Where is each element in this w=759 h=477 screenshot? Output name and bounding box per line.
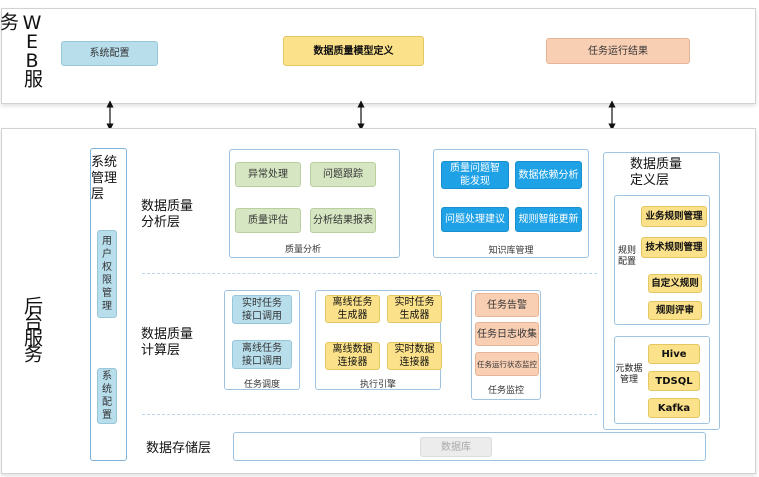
knowledge-item-rule-update[interactable]: 规则智能更新 [515, 207, 582, 232]
model-definition-button[interactable]: 数据质量模型定义 [283, 36, 424, 66]
sched-item-realtime[interactable]: 实时任务接口调用 [232, 295, 292, 324]
backend-service-title: 后台服务 [21, 296, 43, 360]
separator-compute-storage [142, 414, 597, 415]
web-service-title: WEB服务 [0, 12, 43, 85]
task-result-button[interactable]: 任务运行结果 [546, 38, 690, 64]
engine-item-realtime-conn[interactable]: 实时数据连接器 [387, 342, 442, 370]
separator-analysis-compute [142, 273, 597, 274]
compute-layer-label: 数据质量计算层 [141, 327, 194, 358]
rule-technical[interactable]: 技术规则管理 [641, 237, 707, 258]
monitor-item-log[interactable]: 任务日志收集 [475, 322, 539, 346]
definition-layer-title: 数据质量定义层 [630, 157, 683, 188]
task-monitor-caption: 任务监控 [487, 386, 524, 396]
monitor-item-alert[interactable]: 任务告警 [475, 293, 539, 317]
metadata-tdsql[interactable]: TDSQL [648, 371, 700, 391]
metadata-hive[interactable]: Hive [648, 344, 700, 364]
engine-item-offline-gen[interactable]: 离线任务生成器 [325, 295, 380, 323]
quality-item-assess[interactable]: 质量评估 [235, 208, 301, 233]
sched-item-offline[interactable]: 离线任务接口调用 [232, 340, 292, 369]
knowledge-item-discover[interactable]: 质量问题智能发现 [441, 161, 509, 189]
rule-review[interactable]: 规则评审 [648, 301, 702, 320]
database-box[interactable]: 数据库 [420, 437, 492, 457]
knowledge-item-dependency[interactable]: 数据依赖分析 [515, 161, 582, 189]
storage-layer-label: 数据存储层 [146, 441, 212, 456]
knowledge-base-caption: 知识库管理 [488, 246, 534, 256]
system-management-title: 系统管理层 [91, 155, 118, 202]
quality-item-report[interactable]: 分析结果报表 [310, 208, 376, 233]
engine-item-offline-conn[interactable]: 离线数据连接器 [325, 342, 380, 370]
knowledge-item-suggestion[interactable]: 问题处理建议 [441, 207, 509, 232]
quality-analysis-caption: 质量分析 [284, 245, 321, 255]
analysis-layer-label: 数据质量分析层 [141, 199, 194, 230]
system-config-button[interactable]: 系统配置 [61, 41, 158, 66]
execution-engine-caption: 执行引擎 [359, 380, 396, 390]
quality-item-tracking[interactable]: 问题跟踪 [310, 162, 376, 187]
rule-custom[interactable]: 自定义规则 [648, 274, 702, 293]
system-config-backend-button[interactable]: 系统配置 [97, 368, 117, 424]
task-scheduling-caption: 任务调度 [243, 380, 280, 390]
engine-item-realtime-gen[interactable]: 实时任务生成器 [387, 295, 442, 323]
rule-config-label: 规则配置 [617, 246, 636, 267]
rule-business[interactable]: 业务规则管理 [641, 206, 707, 227]
metadata-label: 元数据管理 [615, 364, 643, 385]
monitor-item-status[interactable]: 任务运行状态监控 [475, 352, 539, 376]
user-permission-button[interactable]: 用户权限管理 [97, 230, 117, 318]
metadata-kafka[interactable]: Kafka [648, 398, 700, 418]
quality-item-exception[interactable]: 异常处理 [235, 162, 301, 187]
